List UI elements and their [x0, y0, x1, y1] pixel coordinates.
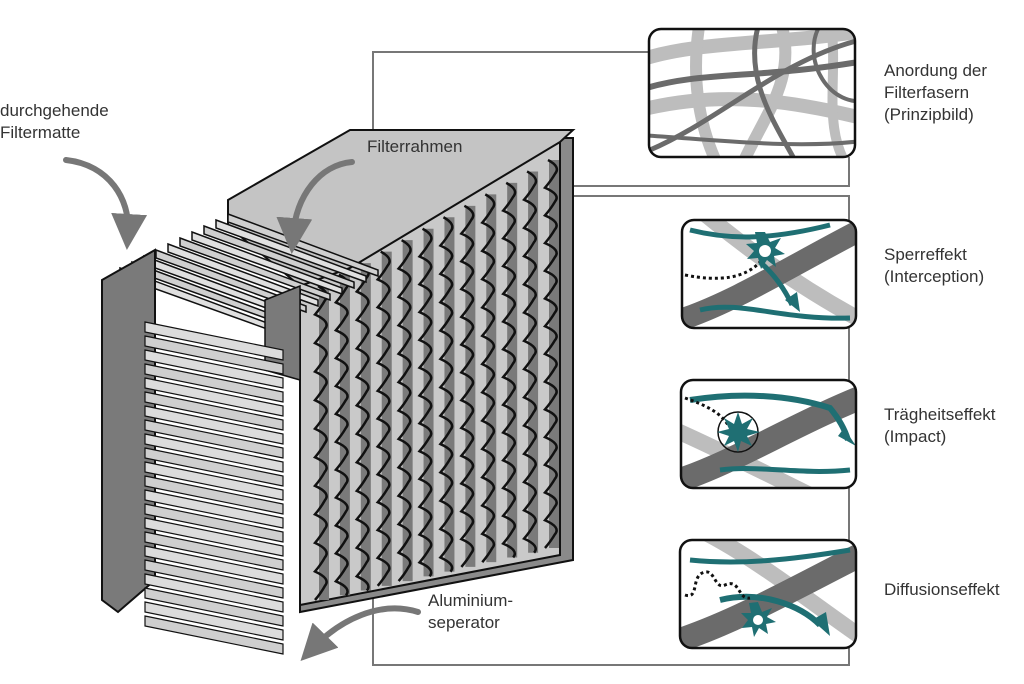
label-impact: Trägheitseffekt (Impact): [884, 404, 996, 448]
filter-mat-slab: [101, 248, 156, 614]
pleat-block-row: [203, 224, 355, 290]
label-filter-frame-text: Filterrahmen: [367, 137, 463, 156]
label-diffusion: Diffusionseffekt: [884, 579, 1000, 601]
separator-fin: [144, 517, 284, 557]
label-filter-mat-line-2: Filtermatte: [0, 123, 81, 142]
separator-fin: [144, 377, 284, 417]
label-diffusion-line-1: Diffusionseffekt: [884, 580, 1000, 599]
label-fiber-arrangement-line-2: Filterfasern: [884, 83, 970, 102]
separator-fin: [144, 447, 284, 487]
label-impact-line-2: (Impact): [884, 427, 947, 446]
separator-fin: [144, 391, 284, 431]
panel-fiber-arrangement: [647, 27, 857, 159]
panel-interception: [680, 218, 858, 330]
label-impact-line-1: Trägheitseffekt: [884, 405, 996, 424]
label-filter-mat-line-1: durchgehende: [0, 101, 109, 120]
arrow-separator: [300, 605, 421, 661]
label-fiber-arrangement: Anordung der Filterfasern (Prinzipbild): [884, 60, 987, 126]
pleat-column: [417, 227, 433, 578]
connector-bottom: [573, 195, 850, 220]
separator-fin: [144, 419, 284, 459]
filter-body: [101, 129, 576, 655]
arrow-filter-frame: [276, 159, 355, 254]
separator-fin: [144, 559, 284, 599]
connector-lines: [372, 51, 850, 666]
separator-fin: [144, 321, 284, 361]
pleat-column: [354, 261, 370, 592]
pleat-column: [333, 273, 349, 597]
separator-fin: [144, 405, 284, 445]
label-filter-frame: Filterrahmen: [367, 136, 462, 158]
label-fiber-arrangement-line-1: Anordung der: [884, 61, 988, 80]
label-separator: Aluminium- seperator: [428, 590, 513, 634]
pointer-arrows: [63, 157, 421, 661]
separator-fin: [144, 615, 284, 655]
panel-impact: [679, 378, 858, 490]
interception-particle-icon: [746, 232, 785, 269]
separator-fin: [144, 461, 284, 501]
separator-fin: [144, 531, 284, 571]
separator-fin: [144, 475, 284, 515]
label-separator-line-2: seperator: [428, 613, 500, 632]
pleat-column: [480, 193, 496, 563]
label-interception-line-1: Sperreffekt: [884, 245, 967, 264]
pleat-column: [438, 216, 454, 573]
separator-fin: [144, 363, 284, 403]
label-interception-line-2: (Interception): [884, 267, 985, 286]
pleat-column: [312, 284, 329, 601]
separator-fin: [144, 545, 284, 585]
label-interception: Sperreffekt (Interception): [884, 244, 984, 288]
pleat-columns: [312, 158, 559, 601]
pleat-block-row: [191, 230, 343, 296]
separator-fin: [144, 503, 284, 543]
panel-diffusion: [678, 538, 858, 650]
diffusion-particle-icon: [741, 602, 776, 637]
separator-rows: [144, 321, 284, 655]
separator-fin: [144, 601, 284, 641]
pleat-column: [522, 170, 538, 554]
connector-bottom-return: [372, 590, 850, 666]
pleat-column: [459, 204, 475, 568]
separator-fin: [144, 335, 284, 375]
label-fiber-arrangement-line-3: (Prinzipbild): [884, 105, 974, 124]
label-filter-mat: durchgehende Filtermatte: [0, 100, 109, 144]
connector-frame: [573, 157, 850, 187]
pleat-column: [542, 158, 559, 549]
separator-fin: [144, 349, 284, 389]
pleat-column: [375, 250, 391, 587]
separator-fin: [144, 433, 284, 473]
label-separator-line-1: Aluminium-: [428, 591, 514, 610]
impact-particle-icon: [717, 411, 760, 453]
arrow-filter-mat: [63, 157, 148, 250]
pleat-block-row: [179, 236, 331, 302]
pleat-column: [396, 239, 412, 582]
separator-fin: [144, 489, 284, 529]
pleat-column: [501, 181, 517, 559]
separator-fin: [144, 573, 284, 613]
separator-fin: [144, 587, 284, 627]
pleat-block-row: [167, 242, 319, 308]
